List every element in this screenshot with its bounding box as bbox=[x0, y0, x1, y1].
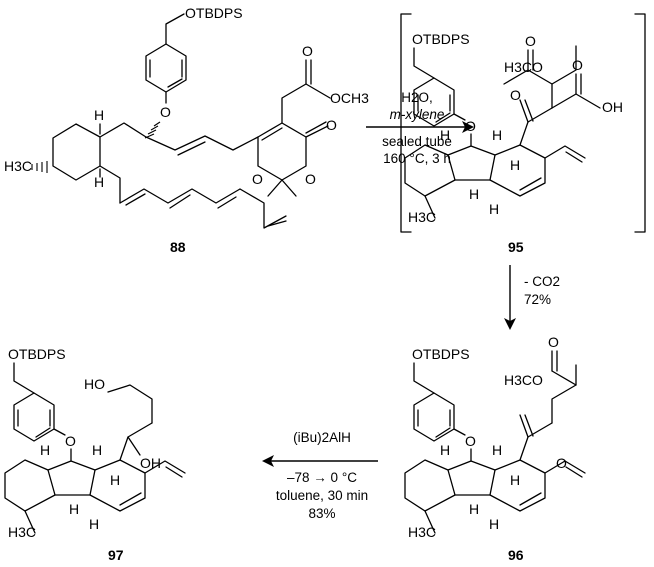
ketone-oxygen: O bbox=[556, 455, 567, 471]
yield-step-2: 72% bbox=[524, 292, 551, 307]
methyl-label: H3C bbox=[408, 524, 436, 540]
otbdps-label: OTBDPS bbox=[8, 346, 66, 362]
condition-reagent: (iBu)2AlH bbox=[293, 430, 351, 445]
methoxy-label: H3CO bbox=[504, 372, 543, 388]
compound-number-97: 97 bbox=[108, 547, 124, 563]
methyl-label: H3C bbox=[8, 524, 36, 540]
ester-carbonyl-oxygen: O bbox=[302, 43, 313, 59]
lactone-carbonyl-oxygen: O bbox=[326, 117, 337, 133]
ring-h-4: H bbox=[89, 516, 99, 532]
ester-carbonyl-oxygen: O bbox=[548, 334, 559, 350]
ring-h-bottom: H bbox=[94, 174, 104, 190]
ring-h-2: H bbox=[492, 127, 502, 143]
condition-solvent: m-xylene bbox=[390, 107, 445, 122]
ring-h-2: H bbox=[492, 442, 502, 458]
reaction-arrow-3: (iBu)2AlH –78 → 0 °C toluene, 30 min 83% bbox=[262, 430, 378, 521]
methyl-label: H3C bbox=[4, 158, 32, 174]
ring-oxygen-2: O bbox=[305, 171, 316, 187]
ring-h-5: H bbox=[510, 472, 520, 488]
condition-temp-time: 160 °C, 3 h bbox=[383, 151, 451, 166]
primary-hydroxyl: HO bbox=[84, 376, 105, 392]
ring-h-3: H bbox=[469, 186, 479, 202]
aryl-oxygen: O bbox=[465, 118, 476, 134]
compound-95: OTBDPS O H H H H H H3C O H3CO O O OH bbox=[400, 13, 646, 255]
condition-water: H2O, bbox=[401, 90, 433, 105]
compound-number-95: 95 bbox=[508, 239, 524, 255]
compound-96: OTBDPS O H H H H H H3C O H3CO O 96 bbox=[404, 334, 586, 563]
ring-h-top: H bbox=[94, 107, 104, 123]
compound-88: OTBDPS O H H H3C O bbox=[4, 5, 369, 255]
methoxy-label: H3CO bbox=[504, 59, 543, 75]
otbdps-label: OTBDPS bbox=[185, 5, 243, 21]
ring-h-3: H bbox=[469, 501, 479, 517]
otbdps-label: OTBDPS bbox=[412, 346, 470, 362]
ring-h-4: H bbox=[489, 516, 499, 532]
ring-h-2: H bbox=[92, 442, 102, 458]
compound-number-88: 88 bbox=[170, 239, 186, 255]
ring-oxygen-1: O bbox=[252, 171, 263, 187]
ketone-oxygen: O bbox=[510, 87, 521, 103]
ring-h-5: H bbox=[510, 157, 520, 173]
aryl-oxygen: O bbox=[160, 104, 171, 120]
ester-carbonyl-oxygen: O bbox=[525, 33, 536, 49]
aryl-oxygen: O bbox=[465, 433, 476, 449]
reaction-arrow-2: - CO2 72% bbox=[504, 265, 560, 330]
condition-decarboxylation: - CO2 bbox=[524, 274, 560, 289]
secondary-hydroxyl: OH bbox=[140, 455, 161, 471]
condition-temp: –78 → 0 °C bbox=[287, 470, 357, 485]
hydroxyl-label: OH bbox=[602, 99, 623, 115]
ring-h-1: H bbox=[440, 127, 450, 143]
ring-h-4: H bbox=[489, 201, 499, 217]
ring-h-1: H bbox=[40, 442, 50, 458]
condition-vessel: sealed tube bbox=[382, 134, 452, 149]
ring-h-1: H bbox=[440, 442, 450, 458]
methoxy-label: OCH3 bbox=[330, 90, 369, 106]
compound-97: OTBDPS O H H H H H H3C OH HO 97 bbox=[4, 346, 186, 563]
ring-h-5: H bbox=[110, 472, 120, 488]
otbdps-label: OTBDPS bbox=[412, 31, 470, 47]
compound-number-96: 96 bbox=[508, 547, 524, 563]
ring-h-3: H bbox=[69, 501, 79, 517]
aryl-oxygen: O bbox=[65, 433, 76, 449]
reaction-arrow-1: H2O, m-xylene sealed tube 160 °C, 3 h bbox=[366, 90, 474, 166]
condition-solvent-time: toluene, 30 min bbox=[276, 488, 368, 503]
yield-step-3: 83% bbox=[308, 506, 335, 521]
acid-carbonyl-oxygen: O bbox=[572, 57, 583, 73]
methyl-label: H3C bbox=[408, 209, 436, 225]
